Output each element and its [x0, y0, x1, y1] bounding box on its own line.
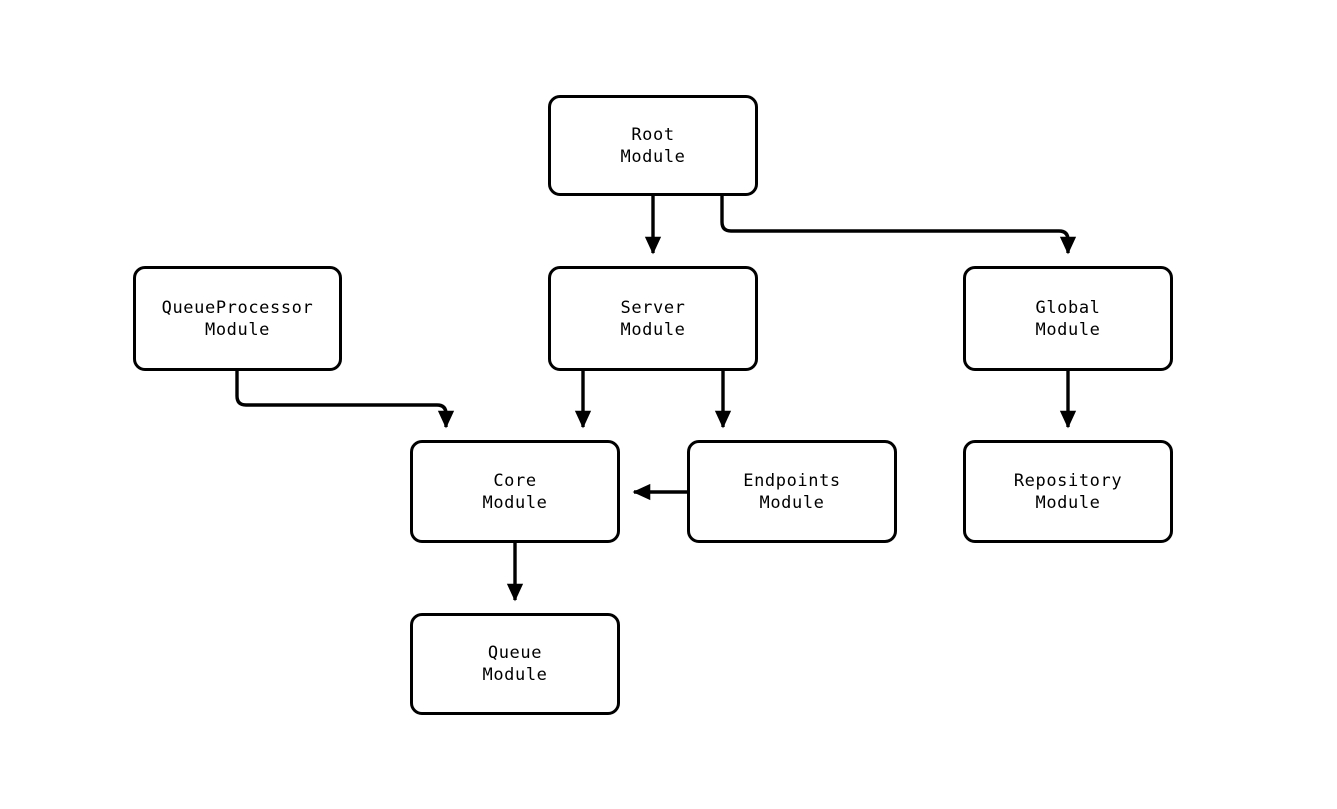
node-endpoints-module[interactable]: Endpoints Module	[687, 440, 897, 543]
node-endpoints-module-label: Endpoints Module	[743, 470, 841, 513]
node-queue-module-label: Queue Module	[482, 643, 548, 685]
node-global-module-label: Global Module	[1035, 297, 1101, 340]
node-root-module[interactable]: Root Module	[548, 95, 758, 196]
node-core-module[interactable]: Core Module	[410, 440, 620, 543]
node-core-module-label: Core Module	[482, 470, 548, 513]
node-server-module-label: Server Module	[620, 297, 686, 340]
node-global-module[interactable]: Global Module	[963, 266, 1173, 371]
edge-queueprocessor-to-core	[235, 371, 455, 429]
node-queueprocessor-module[interactable]: QueueProcessor Module	[133, 266, 342, 371]
node-queue-module[interactable]: Queue Module	[410, 613, 620, 715]
node-queueprocessor-module-label: QueueProcessor Module	[161, 297, 314, 340]
node-root-module-label: Root Module	[620, 124, 686, 167]
edge-root-to-global	[720, 196, 1077, 255]
node-server-module[interactable]: Server Module	[548, 266, 758, 371]
node-repository-module-label: Repository Module	[1013, 470, 1123, 513]
node-repository-module[interactable]: Repository Module	[963, 440, 1173, 543]
